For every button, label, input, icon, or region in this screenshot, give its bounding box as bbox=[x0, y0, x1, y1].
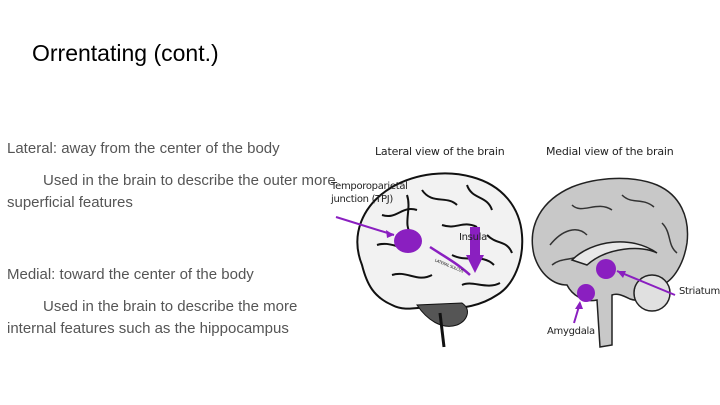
striatum-label: Striatum bbox=[679, 286, 720, 297]
lateral-detail: Used in the brain to describe the outer … bbox=[7, 172, 336, 211]
cerebellum bbox=[416, 302, 468, 327]
tpj-highlight bbox=[394, 229, 422, 253]
medial-detail: Used in the brain to describe the more i… bbox=[7, 298, 298, 337]
corpus-callosum bbox=[570, 241, 658, 266]
tpj-label-line1: Temporoparietal bbox=[331, 181, 408, 192]
medial-view-caption: Medial view of the brain bbox=[546, 145, 674, 158]
medial-heading: Medial: toward the center of the body bbox=[7, 266, 254, 283]
lateral-sulcus-line bbox=[429, 245, 471, 276]
medial-brain bbox=[531, 177, 689, 348]
amygdala-highlight bbox=[577, 284, 595, 302]
lateral-heading: Lateral: away from the center of the bod… bbox=[7, 140, 280, 157]
brain-figure: Lateral view of the brain Medial view of… bbox=[322, 135, 720, 365]
slide-title: Orrentating (cont.) bbox=[32, 40, 219, 66]
tpj-arrow bbox=[335, 216, 395, 236]
amygdala-label: Amygdala bbox=[547, 326, 595, 337]
lateral-view-caption: Lateral view of the brain bbox=[375, 145, 505, 158]
tpj-label: Temporoparietal junction (TPJ) bbox=[331, 180, 408, 206]
lateral-definition: Lateral: away from the center of the bod… bbox=[7, 138, 337, 214]
insula-label: Insula bbox=[459, 232, 487, 243]
medial-definition: Medial: toward the center of the body Us… bbox=[7, 264, 337, 340]
lateral-brain bbox=[335, 172, 524, 348]
insula-arrow bbox=[466, 227, 484, 273]
brainstem bbox=[438, 312, 446, 348]
tpj-label-line2: junction (TPJ) bbox=[331, 194, 393, 205]
striatum-highlight bbox=[596, 259, 616, 279]
brain-illustrations bbox=[335, 172, 689, 348]
